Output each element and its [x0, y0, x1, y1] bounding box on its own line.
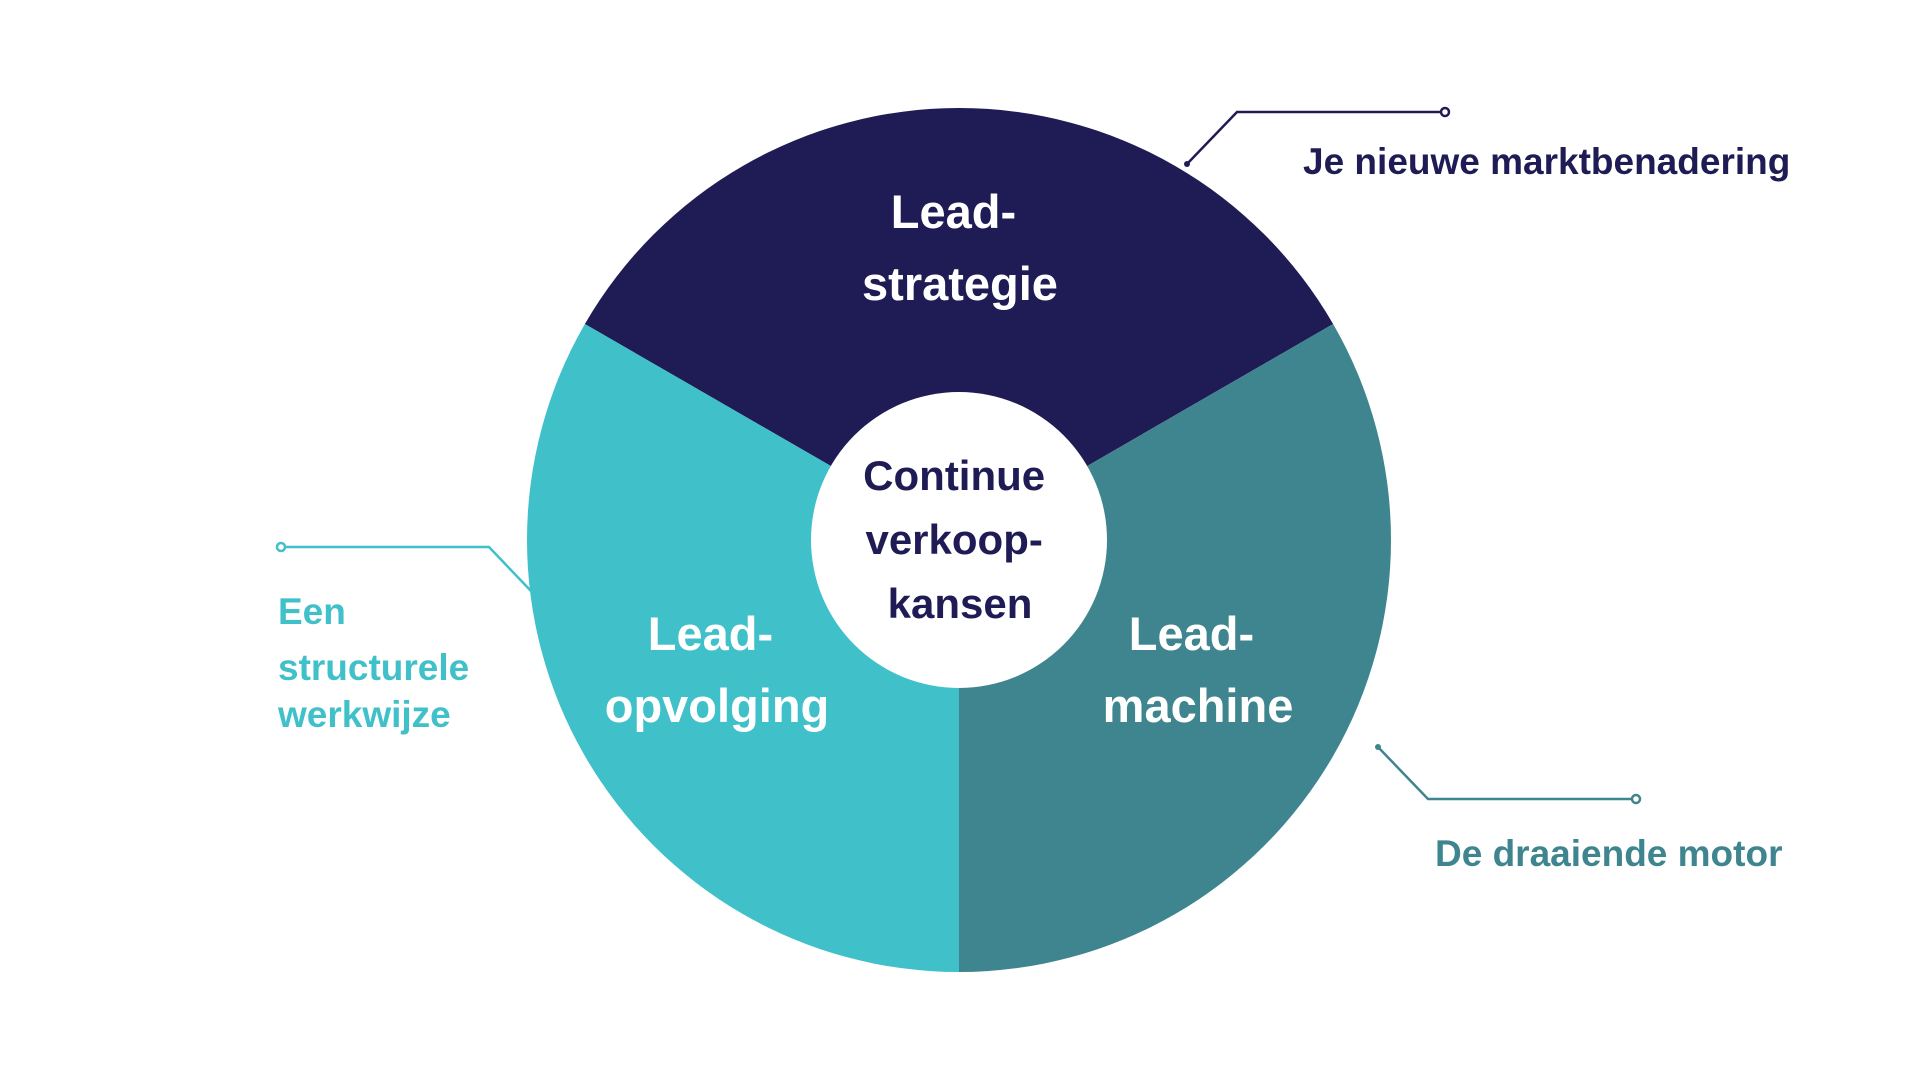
center-label-line: kansen [888, 580, 1033, 627]
segment-label-strategie: Lead- strategie [862, 185, 1058, 310]
callout-text-line: Je nieuwe marktbenadering [1303, 141, 1790, 182]
segment-label-line: machine [1103, 679, 1294, 732]
center-label: Continue verkoop- kansen [863, 452, 1057, 627]
callout-connector-machine [1375, 744, 1642, 805]
segment-label-line: opvolging [605, 679, 830, 732]
callout-text-line: werkwijze [277, 694, 451, 735]
callout-text-marktbenadering: Je nieuwe marktbenadering [1303, 141, 1790, 182]
segment-label-line: Lead- [648, 607, 773, 660]
segment-label-line: Lead- [891, 185, 1016, 238]
connector-end-ring [275, 541, 287, 553]
center-label-line: verkoop- [865, 516, 1042, 563]
segment-label-line: strategie [862, 257, 1058, 310]
connector-line [1186, 110, 1441, 165]
segment-label-opvolging: Lead- opvolging [605, 607, 830, 732]
segment-label-line: Lead- [1129, 607, 1254, 660]
callout-text-line: Een [278, 591, 346, 632]
callout-connector-opvolging [275, 541, 532, 592]
center-circle [811, 392, 1107, 688]
connector-line [285, 545, 532, 592]
callout-text-line: De draaiende motor [1435, 833, 1782, 874]
connector-start-dot [1184, 161, 1190, 167]
callout-text-motor: De draaiende motor [1435, 833, 1782, 874]
connector-end-ring [1439, 106, 1451, 118]
center-label-line: Continue [863, 452, 1045, 499]
segment-label-machine: Lead- machine [1103, 607, 1294, 732]
callout-text-werkwijze: Een structurele werkwijze [277, 591, 480, 735]
callout-connector-strategie [1184, 106, 1451, 167]
callout-text-line: structurele [278, 647, 469, 688]
segment-lead-strategie [584, 108, 1334, 540]
connector-line [1377, 746, 1632, 801]
connector-end-ring [1630, 793, 1642, 805]
connector-start-dot [1375, 744, 1381, 750]
